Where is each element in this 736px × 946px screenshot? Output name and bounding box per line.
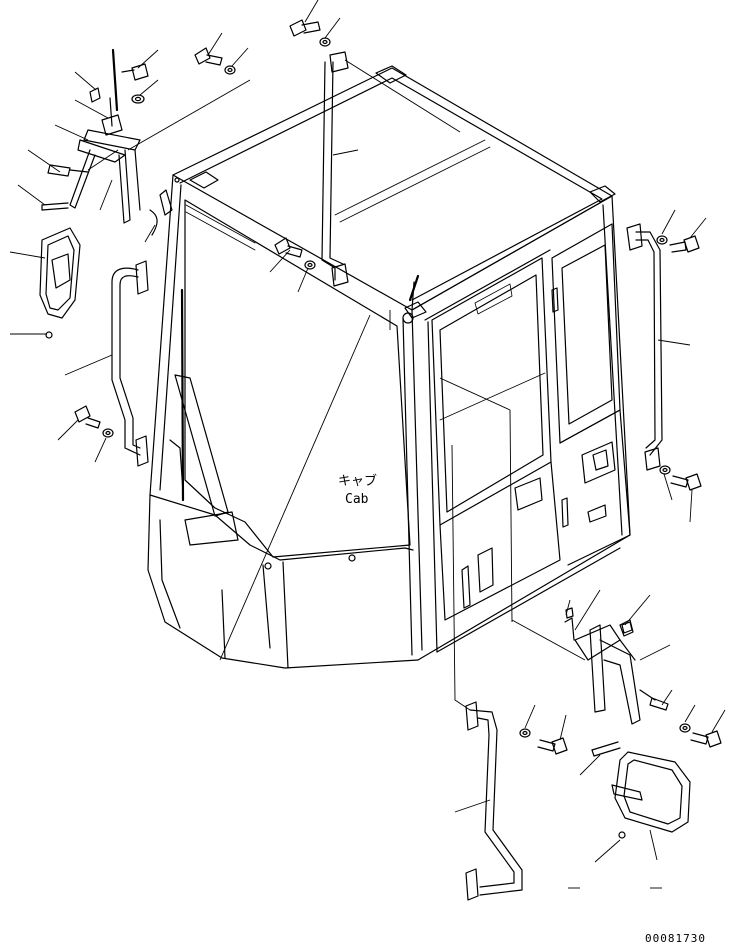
right-mirror <box>611 751 691 839</box>
right-grab-rail <box>626 223 663 471</box>
left-mirror-bracket <box>41 48 173 236</box>
cab-body <box>147 65 631 669</box>
leader-lines <box>9 0 726 889</box>
left-grab-rail <box>111 260 149 467</box>
step-grab-rail <box>465 701 523 901</box>
roof-grab-rail <box>321 51 349 287</box>
right-mirror-bracket <box>564 617 669 757</box>
left-mirror <box>39 227 81 339</box>
bolts-washers <box>74 19 722 755</box>
drawing-number: 00081730 <box>645 932 706 945</box>
cab-label-en: Cab <box>345 492 369 507</box>
cab-label-jp: キャブ <box>338 473 377 489</box>
